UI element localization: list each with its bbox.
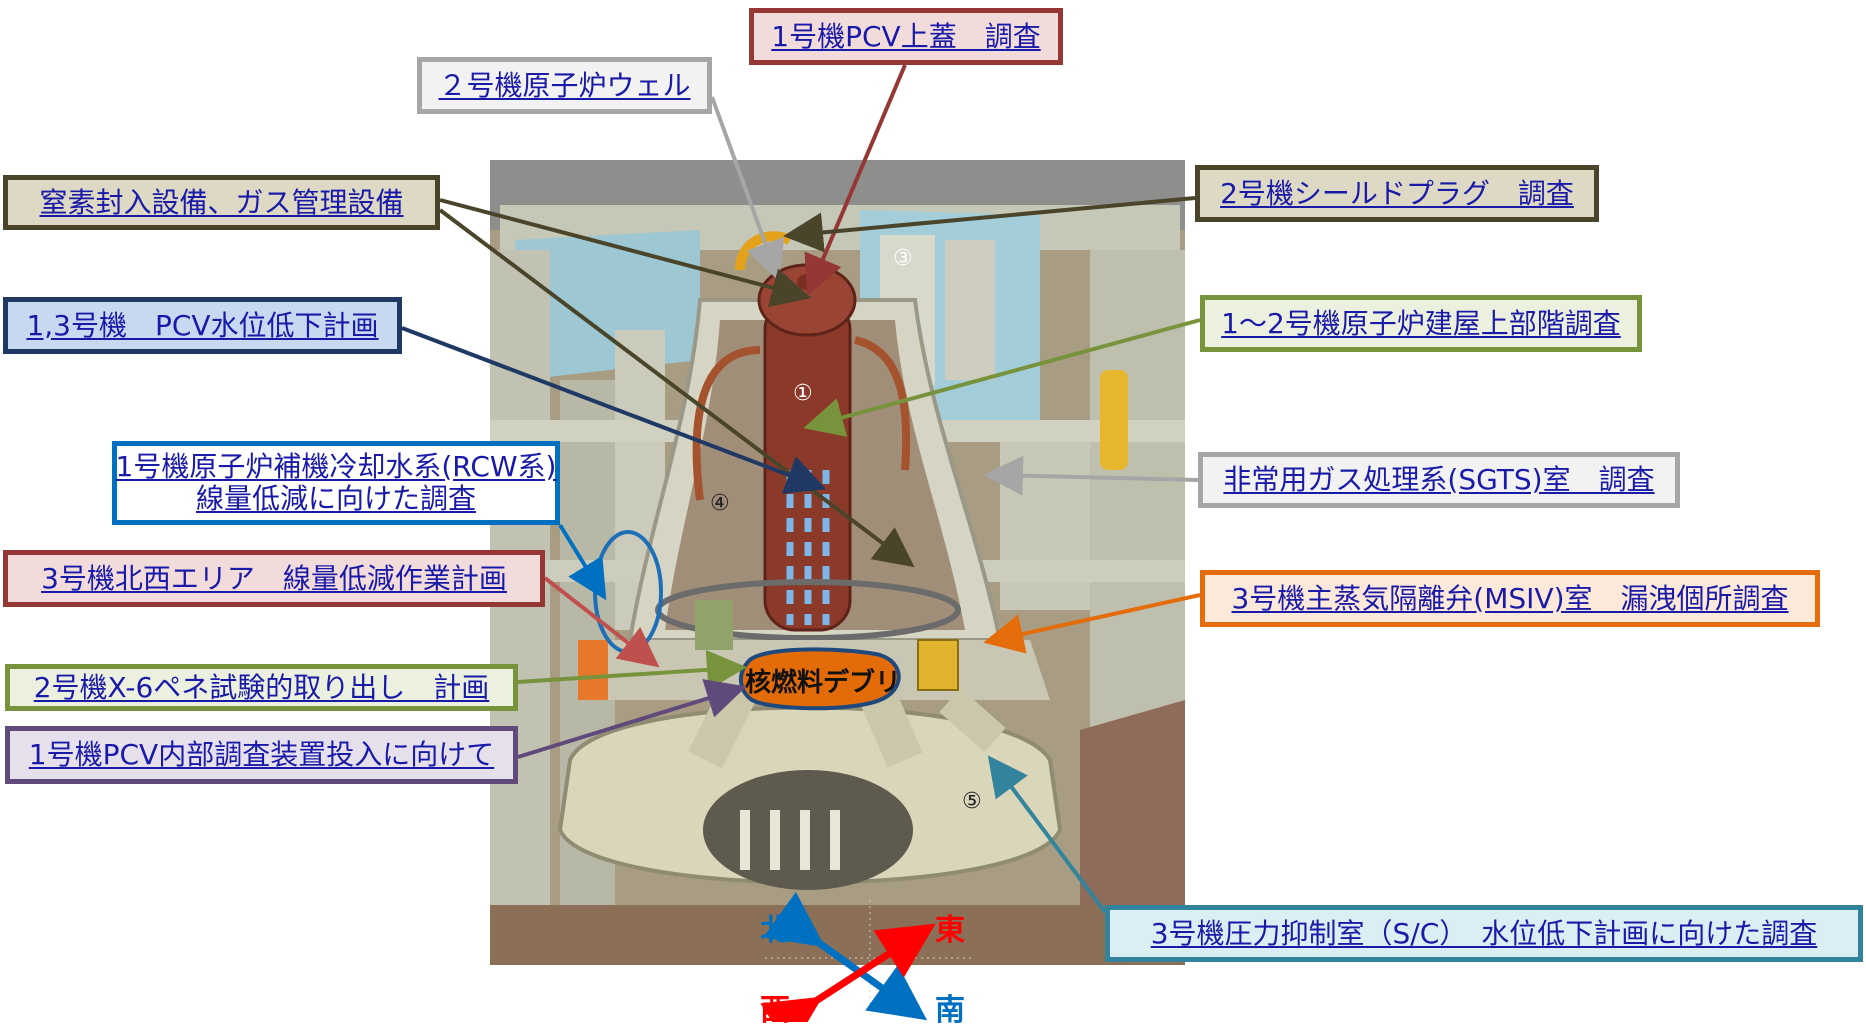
callout-u1-rcw: 1号機原子炉補機冷却水系(RCW系) 線量低減に向けた調査 bbox=[112, 441, 560, 525]
callout-u12-upper-floor: 1～2号機原子炉建屋上部階調査 bbox=[1200, 295, 1642, 352]
callout-u13-pcv-water: 1,3号機 PCV水位低下計画 bbox=[3, 297, 402, 354]
marker-3: ③ bbox=[893, 246, 913, 271]
arrow-u13-pcv-water bbox=[401, 326, 827, 494]
arrow-u3-northwest bbox=[543, 576, 660, 668]
fuel-assemblies bbox=[786, 470, 830, 625]
arrow-nitrogen-1 bbox=[439, 198, 812, 308]
arrow-u3-sc bbox=[987, 755, 1107, 914]
link-u1-pcv-device[interactable]: 1号機PCV内部調査装置投入に向けて bbox=[28, 738, 495, 771]
arrow-u1-rcw bbox=[558, 523, 607, 601]
debris-label: 核燃料デブリ bbox=[744, 668, 901, 698]
link-nitrogen-gas[interactable]: 窒素封入設備、ガス管理設備 bbox=[39, 185, 404, 219]
arrow-u2-x6 bbox=[517, 649, 747, 690]
link-sgts-room[interactable]: 非常用ガス処理系(SGTS)室 調査 bbox=[1223, 463, 1655, 496]
callout-u1-pcv-device: 1号機PCV内部調査装置投入に向けて bbox=[5, 726, 518, 784]
link-u1-rcw-line1[interactable]: 1号機原子炉補機冷却水系(RCW系) bbox=[115, 450, 557, 483]
compass-east: 東 bbox=[935, 913, 965, 948]
link-u2-reactor-well[interactable]: ２号機原子炉ウェル bbox=[438, 68, 691, 102]
marker-5: ⑤ bbox=[962, 789, 982, 814]
arrow-u12-upper-floor bbox=[803, 318, 1201, 437]
compass-west-east-arrow bbox=[760, 923, 936, 1022]
compass-west: 西 bbox=[760, 993, 790, 1028]
compass-north: 北 bbox=[760, 913, 790, 948]
callout-u2-reactor-well: ２号機原子炉ウェル bbox=[417, 57, 712, 114]
callout-u1-pcv-lid: 1号機PCV上蓋 調査 bbox=[749, 8, 1063, 65]
link-u3-msiv[interactable]: 3号機主蒸気隔離弁(MSIV)室 漏洩個所調査 bbox=[1231, 581, 1789, 615]
callout-u3-northwest: 3号機北西エリア 線量低減作業計画 bbox=[3, 550, 545, 607]
callout-nitrogen-gas: 窒素封入設備、ガス管理設備 bbox=[3, 175, 440, 230]
link-u1-pcv-lid[interactable]: 1号機PCV上蓋 調査 bbox=[771, 19, 1041, 53]
callout-u3-sc: 3号機圧力抑制室（S/C） 水位低下計画に向けた調査 bbox=[1105, 905, 1863, 962]
arrow-u2-reactor-well bbox=[710, 96, 785, 282]
marker-4: ④ bbox=[710, 491, 730, 516]
compass-south: 南 bbox=[935, 993, 965, 1028]
link-u2-x6[interactable]: 2号機X-6ペネ試験的取り出し 計画 bbox=[33, 670, 490, 704]
arrow-u2-shield-plug bbox=[783, 196, 1196, 253]
arrow-u1-pcv-device bbox=[517, 679, 747, 759]
link-u1-rcw-line2[interactable]: 線量低減に向けた調査 bbox=[195, 482, 476, 515]
callout-u2-shield-plug: 2号機シールドプラグ 調査 bbox=[1195, 165, 1599, 222]
link-u3-sc[interactable]: 3号機圧力抑制室（S/C） 水位低下計画に向けた調査 bbox=[1150, 916, 1818, 950]
arrow-u1-pcv-lid bbox=[804, 64, 907, 297]
link-u12-upper-floor[interactable]: 1～2号機原子炉建屋上部階調査 bbox=[1221, 306, 1621, 340]
arrow-sgts bbox=[983, 455, 1199, 496]
link-u13-pcv-water[interactable]: 1,3号機 PCV水位低下計画 bbox=[26, 308, 379, 342]
link-u2-shield-plug[interactable]: 2号機シールドプラグ 調査 bbox=[1220, 176, 1574, 210]
link-u3-northwest[interactable]: 3号機北西エリア 線量低減作業計画 bbox=[41, 561, 507, 595]
callout-u2-x6: 2号機X-6ペネ試験的取り出し 計画 bbox=[5, 664, 518, 711]
callout-sgts-room: 非常用ガス処理系(SGTS)室 調査 bbox=[1198, 452, 1680, 508]
callout-u3-msiv: 3号機主蒸気隔離弁(MSIV)室 漏洩個所調査 bbox=[1200, 570, 1820, 627]
arrow-u3-msiv bbox=[983, 593, 1201, 654]
arrow-nitrogen-2 bbox=[438, 208, 915, 568]
